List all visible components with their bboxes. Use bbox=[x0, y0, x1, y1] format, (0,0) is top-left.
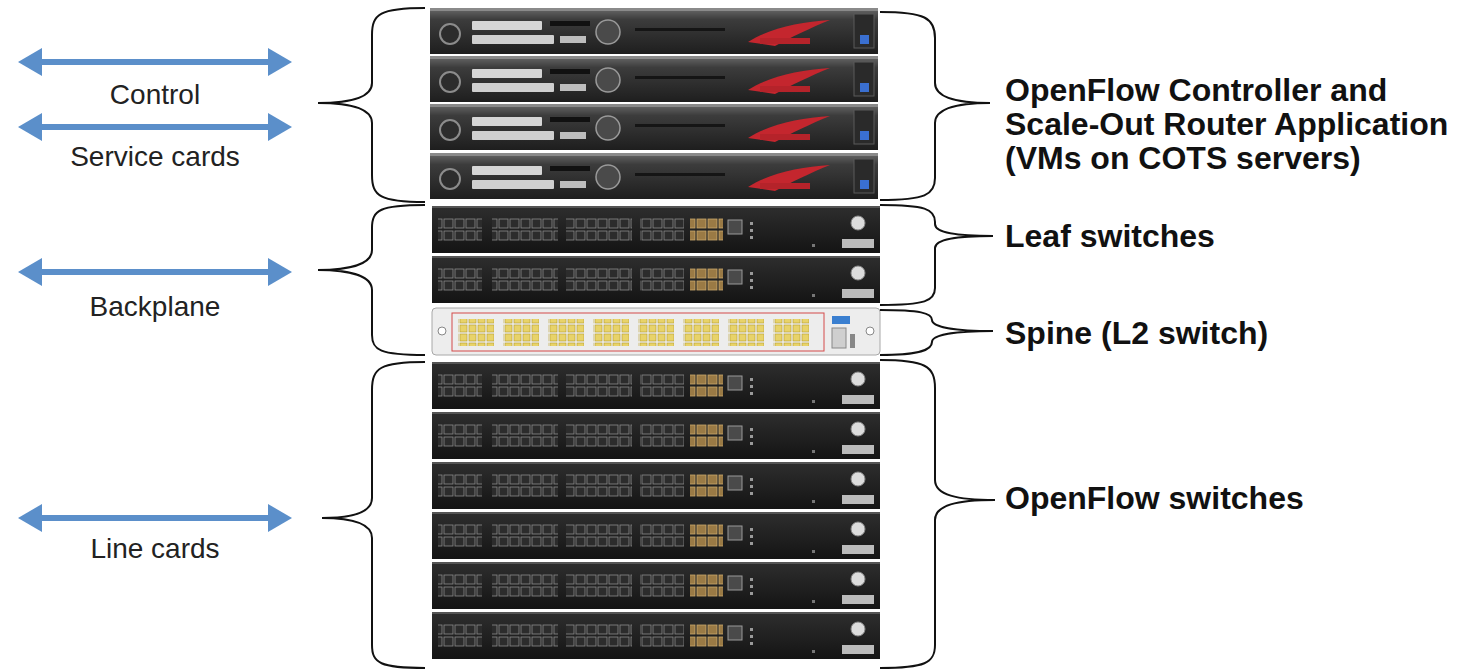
double-arrow bbox=[18, 504, 292, 532]
spine-chassis bbox=[432, 308, 880, 355]
arrow-label: Backplane bbox=[90, 291, 221, 323]
openflow-switch-unit bbox=[432, 362, 880, 409]
openflow-switch-unit bbox=[432, 562, 880, 609]
arrow-head bbox=[268, 48, 292, 76]
spine-switch bbox=[432, 308, 880, 355]
spine-ports bbox=[773, 319, 809, 346]
openflow-switch-unit bbox=[432, 512, 880, 559]
arrow-head bbox=[18, 48, 42, 76]
left-braces bbox=[318, 8, 425, 668]
rack-ear-hole bbox=[866, 327, 874, 335]
spine-ports bbox=[728, 319, 764, 346]
group-label: OpenFlow switches bbox=[1005, 481, 1304, 515]
curly-brace bbox=[880, 310, 993, 355]
arrow-label: Control bbox=[110, 79, 200, 111]
arrow-shaft bbox=[38, 269, 274, 275]
group-label: Spine (L2 switch) bbox=[1005, 316, 1268, 350]
arrow-shaft bbox=[38, 124, 274, 130]
arrow-label: Service cards bbox=[70, 141, 240, 173]
rack-ear-hole bbox=[438, 327, 446, 335]
spine-ports bbox=[503, 319, 539, 346]
arrow-head bbox=[18, 258, 42, 286]
curly-brace bbox=[318, 8, 425, 202]
group-label: OpenFlow Controller and Scale-Out Router… bbox=[1005, 73, 1470, 175]
arrow-shaft bbox=[38, 59, 274, 65]
double-arrow bbox=[18, 48, 292, 76]
group-label: Leaf switches bbox=[1005, 219, 1215, 253]
spine-ports bbox=[458, 319, 494, 346]
server-unit bbox=[430, 104, 878, 150]
spine-ports bbox=[548, 319, 584, 346]
leaf-switches bbox=[432, 206, 880, 303]
arrow-head bbox=[268, 258, 292, 286]
arrow-label: Line cards bbox=[90, 533, 219, 565]
curly-brace bbox=[322, 362, 425, 668]
arrow-head bbox=[18, 504, 42, 532]
arrow-shaft bbox=[38, 515, 274, 521]
double-arrow bbox=[18, 113, 292, 141]
spine-ports bbox=[683, 319, 719, 346]
spine-badge bbox=[832, 316, 850, 324]
openflow-switch-unit bbox=[432, 462, 880, 509]
openflow-switch-unit bbox=[432, 412, 880, 459]
leaf-switch-unit bbox=[432, 256, 880, 303]
double-arrows bbox=[18, 48, 292, 532]
arrow-head bbox=[18, 113, 42, 141]
spine-module bbox=[850, 334, 855, 348]
port-frame bbox=[452, 313, 824, 351]
curly-brace bbox=[318, 205, 425, 355]
right-braces bbox=[880, 12, 995, 668]
openflow-switch-unit bbox=[432, 612, 880, 659]
arrow-head bbox=[268, 504, 292, 532]
curly-brace bbox=[880, 12, 990, 200]
spine-ports bbox=[593, 319, 629, 346]
servers bbox=[430, 8, 878, 199]
arrow-head bbox=[268, 113, 292, 141]
curly-brace bbox=[880, 360, 995, 668]
server-unit bbox=[430, 56, 878, 102]
leaf-switch-unit bbox=[432, 206, 880, 253]
curly-brace bbox=[880, 205, 993, 305]
spine-ports bbox=[638, 319, 674, 346]
spine-module bbox=[832, 328, 846, 348]
openflow-switches bbox=[432, 362, 880, 659]
server-unit bbox=[430, 8, 878, 54]
server-unit bbox=[430, 153, 878, 199]
double-arrow bbox=[18, 258, 292, 286]
